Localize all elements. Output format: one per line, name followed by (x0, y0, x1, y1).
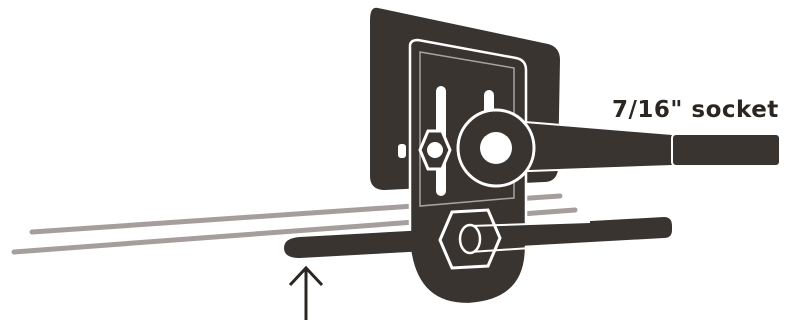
hex-nut-hole (427, 142, 443, 158)
socket-wrench (456, 108, 781, 188)
arrow-head (288, 265, 324, 287)
lower-bolt-assembly (284, 208, 672, 270)
socket-size-label: 7/16" socket (612, 97, 779, 123)
arrow-up-icon (288, 265, 324, 320)
wrench-socket-hole (480, 132, 512, 164)
bolt-end-cap (458, 223, 482, 255)
slot-notch-left (398, 144, 406, 158)
wrench-grip (671, 133, 781, 167)
front-plate-inner-outline (419, 51, 515, 207)
bolt-head-highlight-lower (469, 243, 591, 253)
bolt-head-highlight (469, 221, 591, 227)
slot-hex-nut (418, 129, 452, 171)
